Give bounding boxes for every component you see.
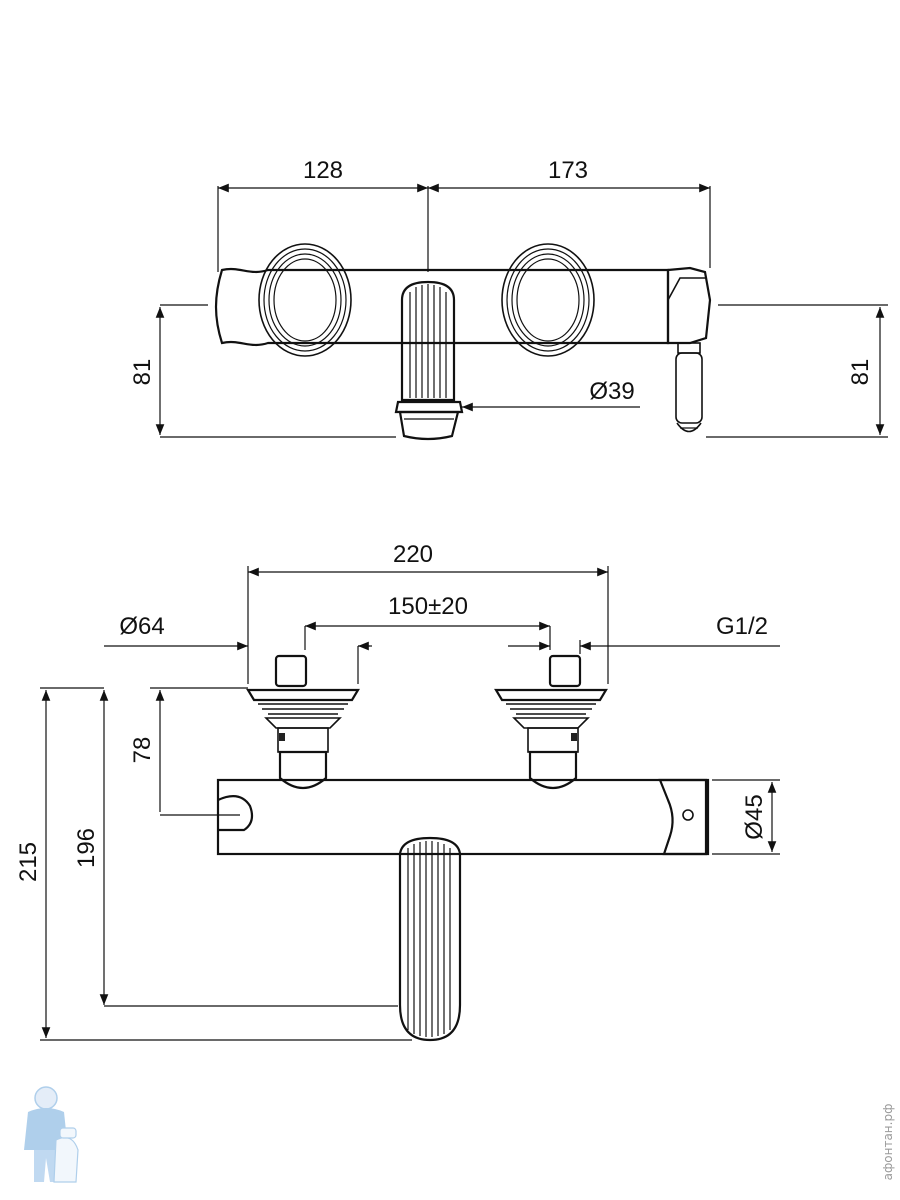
dim-flange-diameter: Ø64 bbox=[119, 613, 164, 640]
dim-centers: 150±20 bbox=[388, 593, 468, 620]
spout-front bbox=[398, 836, 462, 1042]
hand-shower-holder bbox=[217, 795, 254, 832]
dim-height-196: 196 bbox=[73, 828, 100, 868]
dim-spout-diameter: Ø39 bbox=[589, 378, 634, 405]
diverter-knob bbox=[675, 342, 703, 433]
right-wall-rosette bbox=[501, 243, 595, 357]
front-view: 220 150±20 Ø64 G1/2 78 196 215 bbox=[15, 541, 780, 1042]
mixer-body-top bbox=[214, 267, 670, 347]
dim-thread: G1/2 bbox=[716, 613, 768, 640]
dim-width-128: 128 bbox=[303, 157, 343, 184]
dim-width-173: 173 bbox=[548, 157, 588, 184]
diverter-cap-top bbox=[666, 266, 712, 345]
right-connector bbox=[494, 654, 608, 790]
site-watermark: афонтан.рф bbox=[881, 1104, 895, 1181]
plumber-mascot-icon bbox=[24, 1086, 79, 1183]
mixer-body-front bbox=[216, 778, 710, 856]
dim-height-215: 215 bbox=[15, 842, 42, 882]
left-wall-rosette bbox=[258, 243, 352, 357]
top-view: 128 173 81 81 Ø39 bbox=[129, 157, 888, 441]
dim-overall-width-220: 220 bbox=[393, 541, 433, 568]
spout-top bbox=[394, 280, 464, 441]
dim-height-81-right: 81 bbox=[847, 359, 874, 386]
dim-height-78: 78 bbox=[129, 737, 156, 764]
left-connector bbox=[246, 654, 360, 790]
diverter-cap-front bbox=[658, 778, 708, 856]
dim-body-diameter: Ø45 bbox=[741, 794, 768, 839]
dim-height-81-left: 81 bbox=[129, 359, 156, 386]
